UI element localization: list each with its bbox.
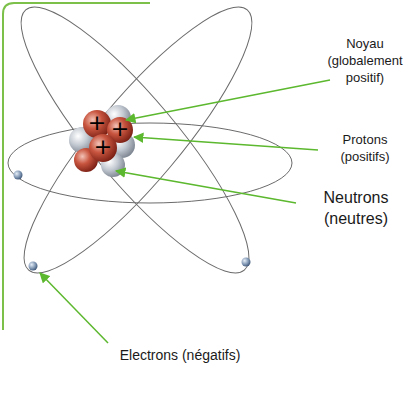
electrons (14, 171, 251, 271)
nucleus (69, 105, 135, 177)
leader-arrows (40, 80, 330, 343)
charge-sign: + (111, 118, 129, 140)
part-label: Protons (positifs) (320, 132, 410, 166)
part-label: Electrons (négatifs) (60, 346, 300, 364)
leader-arrow (134, 137, 318, 150)
part-label: Neutrons (neutres) (300, 188, 412, 230)
electron-sphere (29, 262, 38, 271)
frame-border (3, 3, 150, 330)
orbit (0, 0, 279, 297)
electron-sphere (242, 258, 251, 267)
part-label: Noyau (globalement positif) (318, 36, 412, 87)
leader-arrow (126, 80, 330, 120)
leader-arrow (40, 273, 108, 343)
leader-arrow (116, 171, 296, 203)
orbit (8, 123, 292, 203)
electron-orbits (0, 0, 292, 297)
orbit (0, 0, 276, 297)
charge-sign: + (88, 112, 106, 134)
electron-sphere (14, 171, 23, 180)
proton-sphere (83, 110, 111, 138)
charge-sign: + (94, 136, 112, 158)
